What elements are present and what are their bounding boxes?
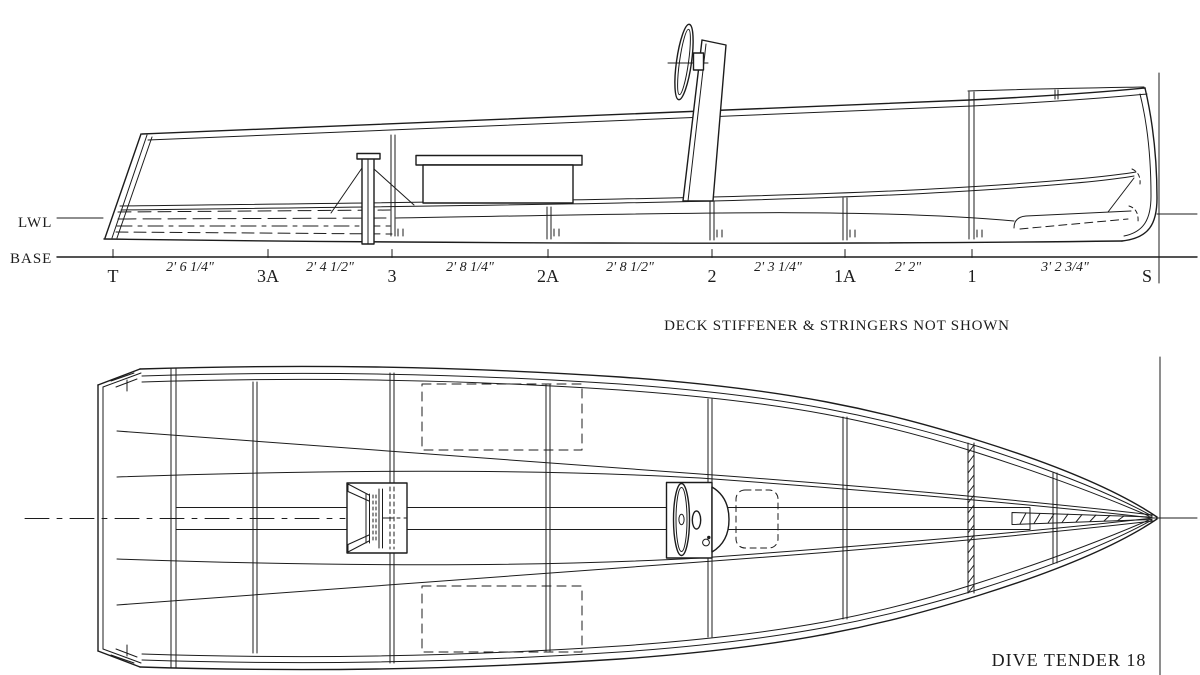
spacing-label-4: 2' 8 1/2" [606, 260, 654, 275]
station-labels: T 3A 3 2A 2 1A 1 S [108, 266, 1153, 286]
station-label-2: 2 [708, 266, 717, 286]
seat-outline-dashed [735, 489, 779, 549]
spacing-label-3: 2' 8 1/4" [446, 260, 494, 275]
stem-plan [1011, 512, 1153, 525]
keelson-plan [175, 507, 1153, 530]
station-label-3: 3 [388, 266, 397, 286]
hull-plan [97, 365, 1158, 671]
motorwell-plan [346, 482, 408, 554]
spacing-label-7: 3' 2 3/4" [1040, 260, 1089, 275]
steering-console-profile [667, 23, 727, 202]
motorwell-profile [330, 152, 415, 245]
station-label-T: T [108, 266, 119, 286]
underwater-dashed-lines [115, 209, 393, 235]
spacing-label-6: 2' 2" [895, 260, 921, 275]
station-ticks [112, 249, 973, 258]
station-label-2A: 2A [537, 266, 559, 286]
spacing-label-5: 2' 3 1/4" [754, 260, 802, 275]
bulkhead-station-1 [967, 442, 975, 594]
station-label-3A: 3A [257, 266, 279, 286]
hull-profile [103, 87, 1158, 244]
spacing-label-2: 2' 4 1/2" [306, 260, 354, 275]
stern-hatch-starboard [421, 383, 583, 451]
waterline-label: LWL [18, 215, 52, 231]
annotations: DECK STIFFENER & STRINGERS NOT SHOWN DIV… [664, 318, 1147, 670]
deck-note: DECK STIFFENER & STRINGERS NOT SHOWN [664, 318, 1010, 334]
console-plan [665, 481, 730, 559]
hatches-plan [421, 383, 779, 653]
stern-hatch-port [421, 585, 583, 653]
baseline-label: BASE [10, 251, 52, 267]
plan-view [24, 356, 1198, 675]
foredeck-profile [967, 86, 1145, 230]
steering-wheel-plan [672, 482, 691, 557]
station-frames-profile [390, 91, 983, 241]
station-spacing-labels: 2' 6 1/4" 2' 4 1/2" 2' 8 1/4" 2' 8 1/2" … [166, 260, 1089, 275]
profile-view: LWL BASE T 3A 3 2A 2 1A 1 S 2' 6 1/4" 2'… [10, 23, 1198, 286]
drawing-title: DIVE TENDER 18 [992, 650, 1147, 670]
station-label-1A: 1A [834, 266, 856, 286]
seat-box-profile [415, 154, 583, 204]
spacing-label-1: 2' 6 1/4" [166, 260, 214, 275]
station-label-S: S [1142, 266, 1152, 286]
frame-joint-marks [397, 228, 983, 238]
transom-corner-joints [110, 372, 138, 664]
station-label-1: 1 [968, 266, 977, 286]
baseline-scale: LWL BASE T 3A 3 2A 2 1A 1 S 2' 6 1/4" 2'… [10, 72, 1198, 286]
